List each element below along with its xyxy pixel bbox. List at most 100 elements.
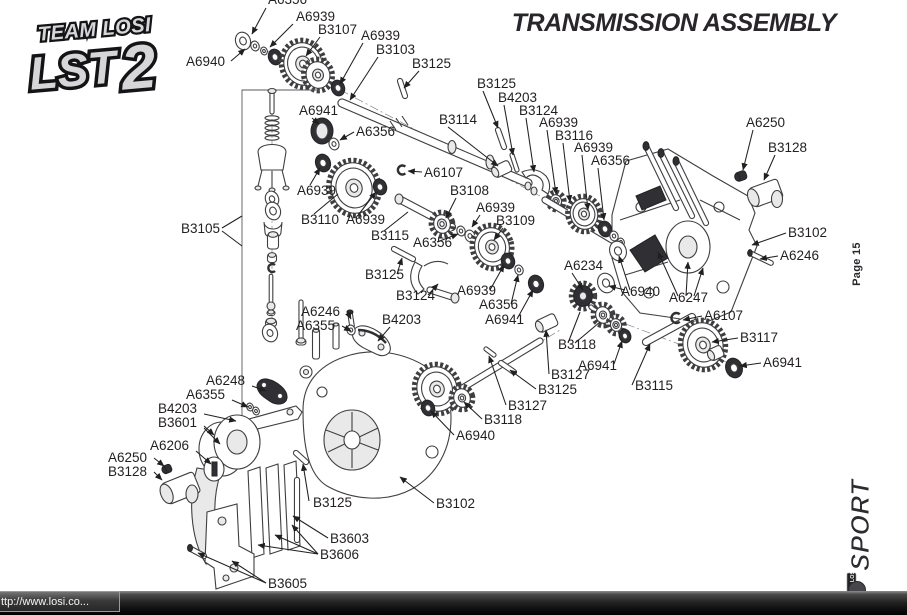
part-label-B3102: B3102 bbox=[788, 225, 827, 240]
leader-line bbox=[349, 56, 379, 101]
part-detail bbox=[267, 87, 277, 95]
part-detail bbox=[264, 115, 280, 121]
washer-illustration bbox=[514, 264, 524, 276]
leader-line bbox=[203, 413, 237, 423]
leader-line bbox=[516, 289, 534, 320]
washer-illustration bbox=[609, 230, 619, 242]
part-detail bbox=[315, 122, 329, 140]
shaft-illustration bbox=[672, 157, 710, 227]
part-label-A6939: A6939 bbox=[574, 140, 613, 155]
washer-illustration bbox=[252, 406, 260, 416]
leader-line bbox=[291, 524, 319, 555]
bearing-illustration bbox=[500, 252, 516, 270]
part-detail bbox=[185, 484, 199, 504]
cylinder-illustration bbox=[266, 231, 280, 250]
part-label-A6939: A6939 bbox=[476, 200, 515, 215]
brake-bracket-illustration bbox=[204, 503, 255, 590]
leader-line bbox=[407, 168, 423, 175]
leader-line bbox=[339, 131, 355, 141]
part-label-B3124: B3124 bbox=[396, 288, 436, 303]
part-detail bbox=[672, 156, 680, 166]
leader-line bbox=[571, 272, 584, 291]
part-label-A6355: A6355 bbox=[296, 318, 335, 333]
brake-plate-illustration bbox=[247, 466, 265, 559]
leader-line bbox=[493, 227, 504, 241]
part-label-A6250: A6250 bbox=[108, 450, 147, 465]
part-label-B4203: B4203 bbox=[498, 90, 537, 105]
part-label-A6246: A6246 bbox=[301, 304, 340, 319]
part-detail bbox=[578, 291, 588, 301]
leader-line bbox=[509, 369, 537, 390]
leader-line bbox=[427, 283, 439, 296]
part-detail bbox=[264, 130, 280, 136]
leader-line bbox=[230, 48, 246, 62]
slipper-hub-illustration bbox=[257, 143, 287, 171]
part-label-A6107: A6107 bbox=[704, 308, 743, 323]
washer-illustration bbox=[234, 31, 252, 51]
leader-line bbox=[503, 104, 515, 156]
leader-line bbox=[759, 254, 779, 261]
e-clip-illustration bbox=[267, 262, 276, 274]
part-label-A6355: A6355 bbox=[186, 387, 225, 402]
part-label-B3103: B3103 bbox=[376, 42, 415, 57]
part-detail bbox=[264, 120, 280, 126]
part-label-A6356: A6356 bbox=[356, 124, 395, 139]
part-detail bbox=[713, 201, 725, 213]
part-label-B3605: B3605 bbox=[268, 576, 307, 591]
bearing-illustration bbox=[314, 153, 332, 173]
part-label-A6246: A6246 bbox=[780, 248, 819, 263]
part-label-B3128: B3128 bbox=[768, 140, 807, 155]
leader-line bbox=[430, 410, 455, 436]
washer-illustration bbox=[597, 272, 615, 294]
leader-line bbox=[305, 36, 321, 57]
leader-line bbox=[613, 340, 623, 365]
leader-line bbox=[396, 257, 403, 275]
part-label-A6941: A6941 bbox=[578, 358, 617, 373]
shaft-illustration bbox=[497, 359, 518, 376]
linkage-lever-illustration bbox=[256, 378, 288, 405]
part-detail bbox=[264, 125, 280, 131]
part-label-B3116: B3116 bbox=[555, 128, 593, 143]
leader-line bbox=[684, 261, 691, 297]
leader-line bbox=[309, 167, 321, 186]
leader-line bbox=[711, 337, 739, 345]
part-outline bbox=[629, 234, 669, 273]
part-detail bbox=[264, 135, 280, 141]
part-label-A6939: A6939 bbox=[539, 115, 578, 130]
part-label-B4203: B4203 bbox=[158, 401, 197, 416]
part-detail bbox=[217, 516, 227, 526]
leader-line bbox=[751, 232, 787, 246]
part-label-B3127: B3127 bbox=[508, 398, 547, 413]
washer-illustration bbox=[456, 225, 466, 237]
leader-line bbox=[195, 450, 212, 465]
part-label-A6206: A6206 bbox=[150, 438, 189, 453]
part-outline bbox=[211, 461, 218, 477]
taskbar[interactable] bbox=[0, 591, 907, 615]
part-label-B3117: B3117 bbox=[740, 330, 778, 345]
bearing-illustration bbox=[618, 328, 632, 344]
part-label-A6940: A6940 bbox=[456, 428, 495, 443]
part-detail bbox=[530, 186, 538, 196]
part-detail bbox=[276, 392, 284, 400]
shaft-illustration bbox=[509, 152, 520, 173]
leader-line bbox=[693, 267, 704, 297]
part-label-B3125: B3125 bbox=[365, 267, 404, 282]
leader-line bbox=[153, 457, 165, 467]
part-label-B3606: B3606 bbox=[320, 547, 359, 562]
leader-line bbox=[445, 197, 457, 219]
leader-line bbox=[153, 471, 163, 481]
leader-line bbox=[231, 560, 267, 584]
leader-line bbox=[221, 230, 243, 247]
bearing-illustration bbox=[527, 274, 545, 294]
leader-line bbox=[739, 361, 762, 369]
part-detail bbox=[316, 386, 328, 398]
e-clip-illustration bbox=[396, 164, 407, 176]
leader-line bbox=[597, 167, 607, 221]
part-outline bbox=[423, 260, 449, 267]
leader-line bbox=[339, 42, 364, 85]
shaft-illustration bbox=[347, 310, 355, 329]
washer-illustration bbox=[264, 201, 282, 221]
part-detail bbox=[770, 189, 784, 209]
cylinder-illustration bbox=[734, 170, 748, 182]
leader-line bbox=[358, 191, 377, 215]
